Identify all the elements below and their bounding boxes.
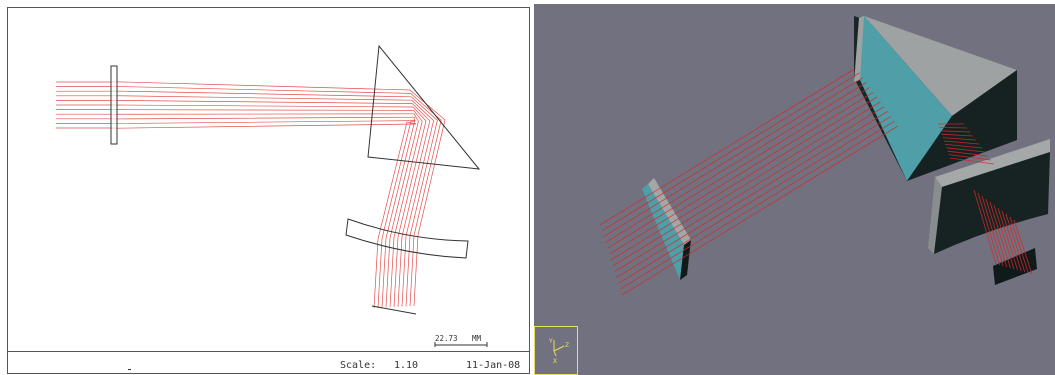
lens-3d: [928, 139, 1050, 254]
prism-outline: [367, 44, 481, 170]
scale-label: Scale:: [340, 360, 376, 371]
ray-line: [56, 104, 414, 108]
ray-line: [993, 204, 1015, 270]
ray-line: [614, 106, 885, 273]
axis-label-y: Y: [548, 338, 553, 345]
ray-line: [945, 144, 983, 149]
layout-view: 22.73 MM Scale: 1.10 11-Jan-08: [7, 7, 530, 374]
ray-bundle-output: [373, 89, 446, 309]
drawing-frame: [7, 7, 530, 374]
ray-line: [1013, 219, 1033, 275]
axis-triad: Y Z X: [534, 326, 578, 375]
scale-bar: [434, 342, 488, 347]
layout-canvas: 22.73 MM Scale: 1.10 11-Jan-08: [7, 7, 530, 374]
ray-line: [601, 72, 860, 232]
ray-line: [56, 100, 413, 104]
window-element: [110, 65, 118, 145]
ray-line: [401, 99, 434, 307]
render-view[interactable]: Y Z X: [534, 4, 1055, 375]
window-3d: [642, 178, 691, 280]
ray-bundle-input: [56, 81, 417, 129]
ray-line: [948, 154, 992, 161]
ray-line: [409, 93, 442, 307]
ray-line: [56, 109, 414, 111]
scale-bar-unit: MM: [472, 334, 482, 343]
ray-line: [393, 106, 427, 308]
ray-line: [985, 198, 1008, 268]
ray-line: [607, 86, 871, 249]
ray-line: [940, 130, 971, 133]
scale-bar-value: 22.73: [435, 334, 458, 343]
image-plane: [371, 305, 417, 315]
ray-line: [56, 123, 417, 129]
ray-line: [949, 157, 995, 165]
ray-line: [981, 195, 1004, 267]
ray-line: [939, 127, 968, 129]
ray-line: [616, 111, 888, 278]
lens-outline: [345, 218, 469, 259]
ray-line: [373, 121, 417, 309]
ray-bundle-3d: [599, 67, 899, 296]
ray-line: [56, 81, 411, 91]
ray-line: [977, 192, 1000, 266]
ray-line: [56, 116, 415, 120]
ray-line: [618, 115, 892, 284]
ray-line: [941, 133, 974, 137]
ray-line: [947, 150, 989, 157]
ray-bundle-lens-exit: [973, 189, 1033, 275]
ray-line: [621, 125, 899, 296]
ray-line: [989, 201, 1011, 269]
ray-line: [1001, 210, 1022, 272]
ray-line: [405, 96, 438, 307]
ray-line: [619, 120, 895, 290]
ray-line: [377, 120, 416, 308]
axis-label-x: X: [553, 358, 557, 365]
ray-line: [603, 77, 864, 238]
ray-line: [973, 189, 997, 265]
ray-line: [608, 91, 874, 255]
scale-value: 1.10: [394, 360, 418, 371]
ray-bundle-prism-exit: [938, 123, 995, 165]
ray-line: [946, 147, 986, 153]
ray-line: [1005, 213, 1026, 273]
ray-line: [599, 67, 857, 226]
ray-line: [605, 82, 867, 243]
ray-line: [56, 86, 411, 94]
date-label: 11-Jan-08: [466, 360, 520, 371]
axis-label-z: Z: [565, 342, 569, 349]
render-canvas[interactable]: Y Z X: [534, 4, 1055, 375]
ray-line: [385, 113, 419, 308]
ray-line: [942, 137, 977, 141]
ray-line: [397, 103, 431, 307]
ray-line: [381, 117, 416, 308]
ray-line: [389, 110, 423, 308]
ray-line: [56, 120, 416, 124]
ray-line: [612, 101, 881, 267]
prism-3d: [854, 16, 1017, 181]
ray-line: [610, 96, 878, 261]
ray-line: [997, 207, 1018, 271]
ray-line: [943, 140, 980, 145]
ray-line: [56, 95, 412, 101]
ray-line: [1009, 216, 1029, 274]
